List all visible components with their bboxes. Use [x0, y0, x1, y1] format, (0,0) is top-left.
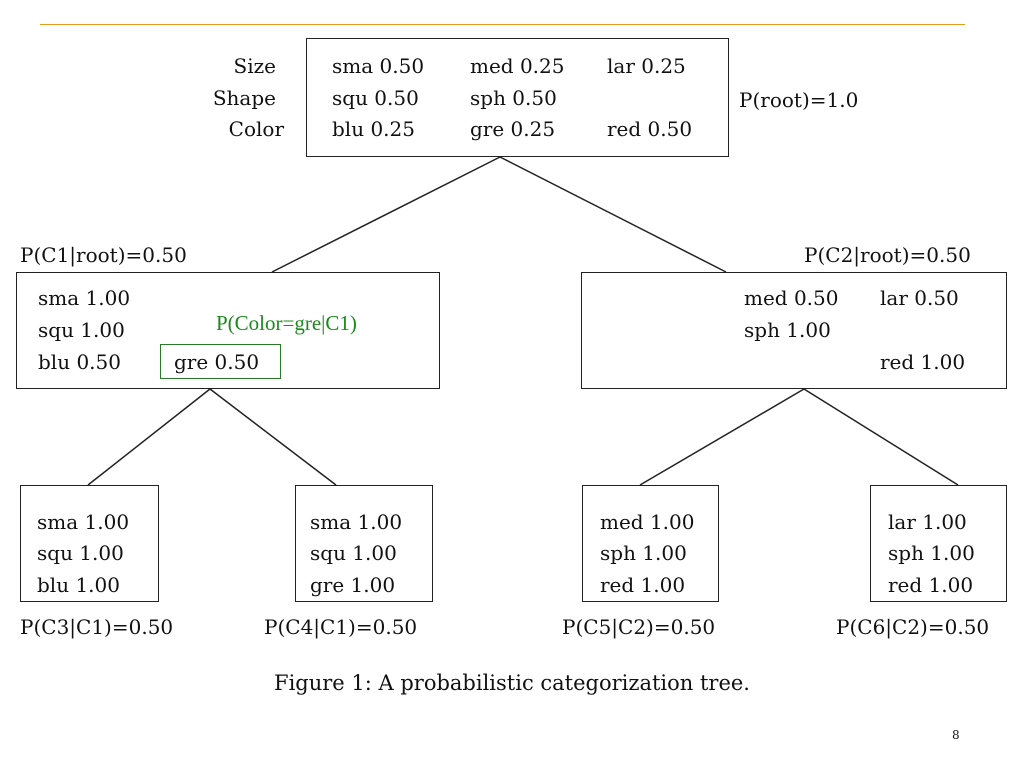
c1-annotation: P(Color=gre|C1) — [216, 311, 357, 335]
edge-root-c1 — [271, 156, 501, 273]
page-number: 8 — [952, 728, 960, 742]
c5-prob: P(C5|C2)=0.50 — [562, 615, 716, 639]
c6-prob: P(C6|C2)=0.50 — [836, 615, 990, 639]
c2-shape: sph 1.00 — [744, 318, 831, 342]
c1-size: sma 1.00 — [38, 286, 131, 310]
c1-prob: P(C1|root)=0.50 — [20, 243, 187, 267]
c1-highlight-box — [160, 344, 281, 379]
edge-c2-c5 — [639, 388, 805, 486]
figure-caption: Figure 1: A probabilistic categorization… — [274, 671, 750, 695]
root-node — [306, 38, 729, 157]
root-prob: P(root)=1.0 — [739, 88, 859, 112]
root-label-shape: Shape — [212, 86, 276, 110]
c5-line-1: med 1.00 — [600, 510, 695, 534]
c6-line-1: lar 1.00 — [888, 510, 967, 534]
root-size-sma: sma 0.50 — [332, 54, 425, 78]
root-size-lar: lar 0.25 — [607, 54, 686, 78]
c4-node — [295, 485, 433, 602]
root-color-red: red 0.50 — [607, 117, 693, 141]
root-shape-squ: squ 0.50 — [332, 86, 419, 110]
c4-line-3: gre 1.00 — [310, 573, 396, 597]
c6-line-2: sph 1.00 — [888, 541, 975, 565]
edge-root-c2 — [499, 156, 727, 273]
c6-line-3: red 1.00 — [888, 573, 974, 597]
c3-node — [20, 485, 159, 602]
root-color-blu: blu 0.25 — [332, 117, 415, 141]
c5-line-2: sph 1.00 — [600, 541, 687, 565]
c3-line-1: sma 1.00 — [37, 510, 130, 534]
root-label-size: Size — [233, 54, 276, 78]
c1-color-blu: blu 0.50 — [38, 350, 121, 374]
c2-size-med: med 0.50 — [744, 286, 839, 310]
c4-line-2: squ 1.00 — [310, 541, 397, 565]
c1-shape: squ 1.00 — [38, 318, 125, 342]
c2-color: red 1.00 — [880, 350, 966, 374]
c1-node — [16, 272, 440, 389]
c5-node — [582, 485, 719, 602]
c1-color-gre: gre 0.50 — [174, 350, 260, 374]
root-size-med: med 0.25 — [470, 54, 565, 78]
c2-size-lar: lar 0.50 — [880, 286, 959, 310]
c5-line-3: red 1.00 — [600, 573, 686, 597]
c3-prob: P(C3|C1)=0.50 — [20, 615, 174, 639]
root-color-gre: gre 0.25 — [470, 117, 556, 141]
edge-c1-c3 — [87, 388, 211, 486]
root-label-color: Color — [228, 117, 284, 141]
root-shape-sph: sph 0.50 — [470, 86, 557, 110]
c3-line-2: squ 1.00 — [37, 541, 124, 565]
c4-prob: P(C4|C1)=0.50 — [264, 615, 418, 639]
edge-c2-c6 — [803, 388, 959, 486]
c2-prob: P(C2|root)=0.50 — [804, 243, 971, 267]
c3-line-3: blu 1.00 — [37, 573, 120, 597]
c4-line-1: sma 1.00 — [310, 510, 403, 534]
edge-c1-c4 — [209, 388, 337, 486]
c2-node — [581, 272, 1007, 389]
header-rule — [40, 24, 965, 25]
c6-node — [870, 485, 1007, 602]
